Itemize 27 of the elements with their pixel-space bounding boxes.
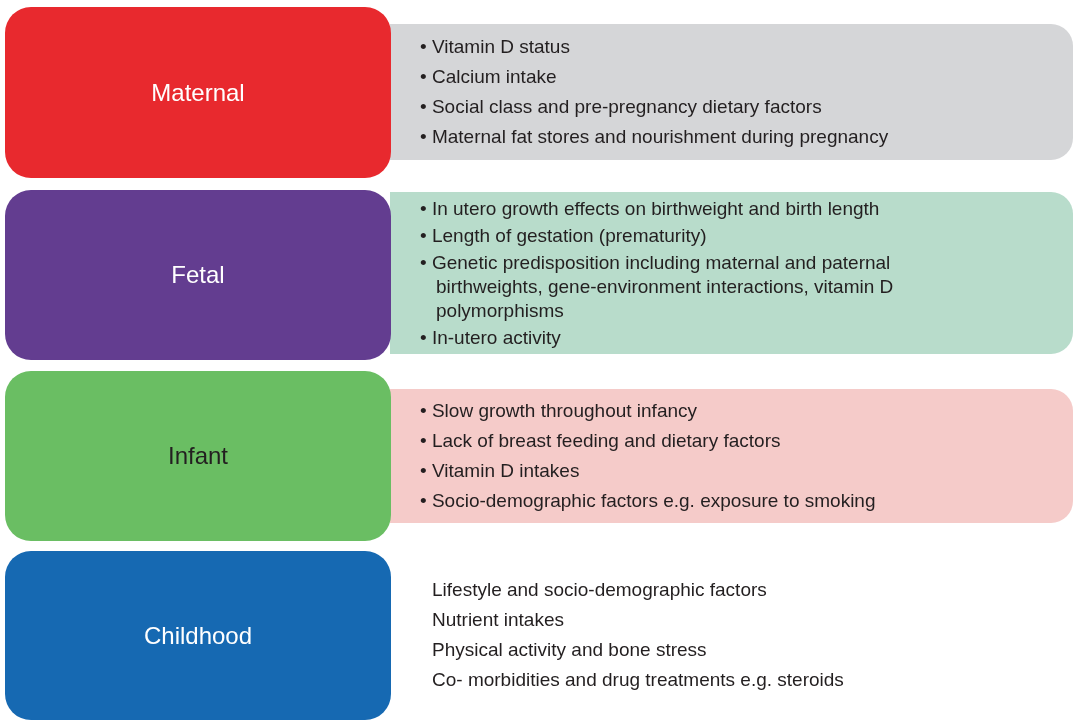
factor-item: • Lack of breast feeding and dietary factors	[420, 429, 782, 453]
stage-box	[5, 551, 391, 720]
factor-text: Lifestyle and socio-demographic factors	[432, 578, 768, 602]
factor-item: • Social class and pre-pregnancy dietary factors	[420, 95, 823, 119]
stage-title: Maternal	[151, 77, 245, 108]
factor-item: • Vitamin D intakes	[420, 459, 581, 483]
factor-item: • Genetic predisposition including maternal and paternal birthweights, gene-environment interactions, vitamin D polymorphisms	[420, 250, 895, 323]
factor-item: • Socio-demographic factors e.g. exposure to smoking	[420, 489, 876, 513]
factor-item: • In-utero activity	[420, 325, 562, 350]
factor-text: Co- morbidities and drug treatments e.g. steroids	[432, 668, 844, 692]
factor-item: • Maternal fat stores and nourishment during pregnancy	[420, 125, 889, 149]
stage-box	[5, 7, 391, 178]
factor-item: • Vitamin D status	[420, 35, 571, 59]
factor-panel	[390, 24, 1073, 160]
stage-title: Infant	[167, 441, 228, 471]
factor-item: • Slow growth throughout infancy	[420, 399, 699, 423]
stage-box	[5, 190, 391, 360]
factor-panel	[390, 389, 1073, 523]
stage-title: Childhood	[143, 620, 253, 651]
factor-item: • Calcium intake	[420, 65, 558, 89]
factor-text: Nutrient intakes	[432, 608, 565, 632]
stage-box	[5, 371, 391, 541]
factor-text: Physical activity and bone stress	[432, 638, 708, 662]
factor-item: • In utero growth effects on birthweight and birth length	[420, 196, 881, 221]
stage-title: Fetal	[171, 260, 225, 290]
factor-item: • Length of gestation (prematurity)	[420, 223, 708, 248]
factor-panel	[390, 192, 1073, 354]
